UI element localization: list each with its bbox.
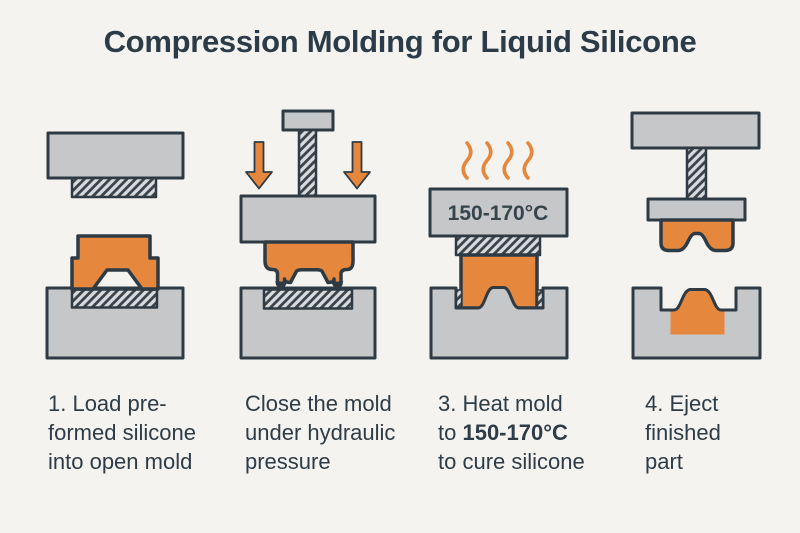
step2-lower-mold-cavity-hatched: [262, 288, 354, 310]
step2-silicone-squeezed: [263, 240, 355, 291]
caption-line: finished: [645, 420, 721, 445]
caption-line: into open mold: [48, 449, 193, 474]
pressure-arrow-right-icon: [343, 141, 371, 190]
step3-heated-mold-plate: [428, 187, 569, 238]
caption-line: part: [645, 449, 683, 474]
page-title: Compression Molding for Liquid Silicone: [103, 24, 697, 59]
heat-waves-icon: [461, 141, 534, 180]
caption-line: formed silicone: [48, 420, 196, 445]
pressure-arrow-left-icon: [245, 141, 273, 190]
step-4-illustration: [630, 111, 762, 360]
caption-step-2: Close the mold under hydraulic pressure: [245, 389, 395, 476]
step1-lower-mold-cavity-hatched: [70, 288, 159, 309]
caption-step-1: 1. Load pre- formed silicone into open m…: [48, 389, 196, 476]
finished-part: [670, 289, 725, 335]
caption-line: 1. Load pre-: [48, 391, 167, 416]
finished-part-dome-outline: [670, 288, 725, 312]
step3-lower-mold-block: [429, 286, 569, 360]
step4-upper-mold-plate: [646, 197, 747, 222]
step-2-illustration: [239, 109, 377, 360]
step4-piston-rod-hatched: [685, 146, 708, 202]
step2-upper-mold-plate: [239, 194, 377, 244]
step3-parting-gap-left-hatched: [455, 289, 463, 308]
caption-line: 4. Eject: [645, 391, 719, 416]
step1-silicone-preform: [70, 234, 160, 291]
step-3-illustration: 150-170°C: [428, 141, 569, 360]
step3-parting-gap-right-hatched: [536, 289, 544, 308]
caption-line: to 150-170°C: [438, 420, 568, 445]
step2-piston-cap: [281, 109, 335, 132]
step4-piston-cap: [630, 111, 761, 150]
caption-line: under hydraulic: [245, 420, 396, 445]
caption-step-3: 3. Heat mold to 150-170°C to cure silico…: [438, 389, 585, 476]
flow-arrow-left-icon: [275, 281, 287, 291]
flow-arrow-right-icon: [331, 281, 344, 291]
step2-piston-rod-hatched: [297, 128, 318, 198]
step1-upper-mold-insert-hatched: [70, 176, 158, 199]
step-1-illustration: [45, 131, 185, 360]
caption-step-4: 4. Eject finished part: [645, 389, 721, 476]
caption-line: Close the mold: [245, 391, 392, 416]
temperature-bold-text: 150-170°C: [462, 420, 568, 445]
caption-line: 3. Heat mold: [438, 391, 563, 416]
step4-silicone-flash: [659, 218, 735, 253]
caption-line: pressure: [245, 449, 331, 474]
step3-upper-mold-insert-hatched: [454, 234, 542, 257]
step1-upper-mold-plate: [46, 131, 185, 180]
temperature-label: 150-170°C: [448, 202, 549, 225]
caption-line: to cure silicone: [438, 449, 585, 474]
